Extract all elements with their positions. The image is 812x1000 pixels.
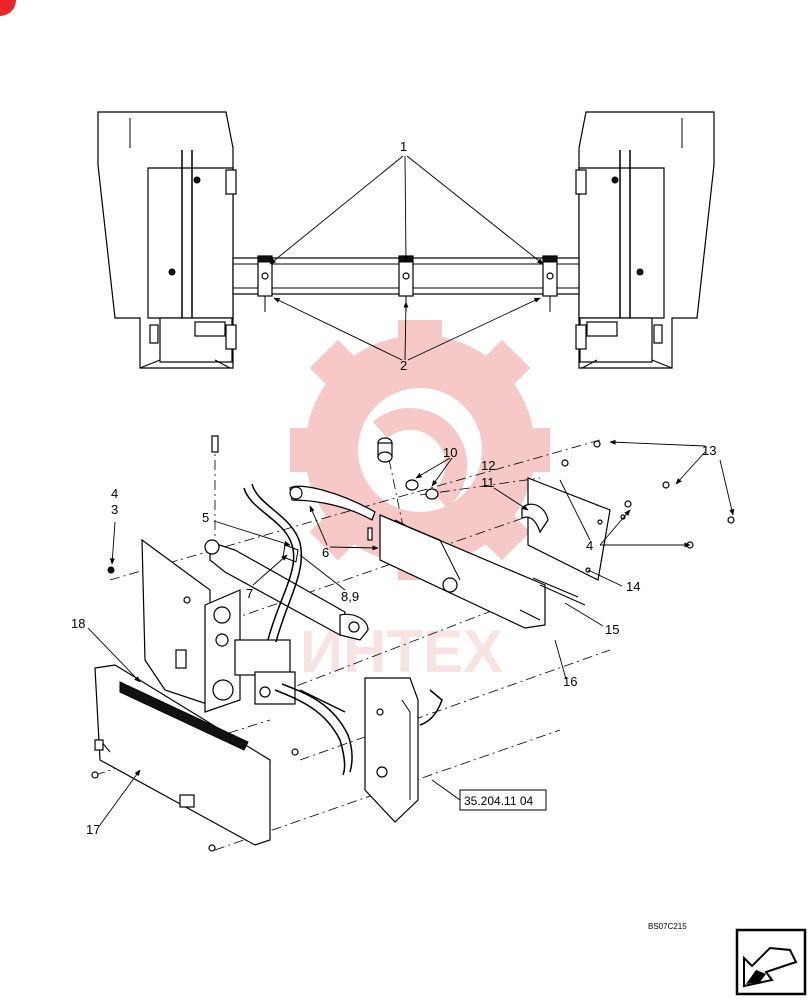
callout-17: 17 bbox=[86, 822, 100, 837]
callout-16: 16 bbox=[563, 674, 577, 689]
callout-labels: 1 2 4 3 5 6 7 8,9 10 12 11 13 4 14 15 16… bbox=[71, 139, 716, 837]
callout-8-9: 8,9 bbox=[341, 589, 359, 604]
callout-13: 13 bbox=[702, 443, 716, 458]
clamp bbox=[542, 255, 558, 312]
image-code: BS07C215 bbox=[648, 922, 687, 931]
clamp bbox=[257, 255, 273, 312]
callout-2: 2 bbox=[400, 358, 407, 373]
top-assembly bbox=[97, 111, 715, 369]
bushing bbox=[377, 437, 393, 463]
callout-18: 18 bbox=[71, 616, 85, 631]
red-corner-badge-icon bbox=[0, 0, 16, 16]
callout-12: 12 bbox=[481, 458, 495, 473]
callout-10: 10 bbox=[443, 445, 457, 460]
reference-box[interactable]: 35.204.11 04 bbox=[459, 789, 547, 811]
callout-3: 3 bbox=[111, 502, 118, 517]
reference-number: 35.204.11 04 bbox=[464, 794, 534, 808]
callout-5: 5 bbox=[202, 510, 209, 525]
exploded-view bbox=[87, 435, 735, 852]
callout-6: 6 bbox=[322, 545, 329, 560]
arrow-return-icon[interactable] bbox=[735, 928, 807, 996]
callout-7: 7 bbox=[246, 586, 253, 601]
callout-14: 14 bbox=[626, 579, 640, 594]
callout-1: 1 bbox=[400, 139, 407, 154]
callout-15: 15 bbox=[605, 622, 619, 637]
callout-4-left: 4 bbox=[111, 486, 118, 501]
callout-11: 11 bbox=[481, 475, 495, 490]
callout-4-right: 4 bbox=[586, 538, 593, 553]
